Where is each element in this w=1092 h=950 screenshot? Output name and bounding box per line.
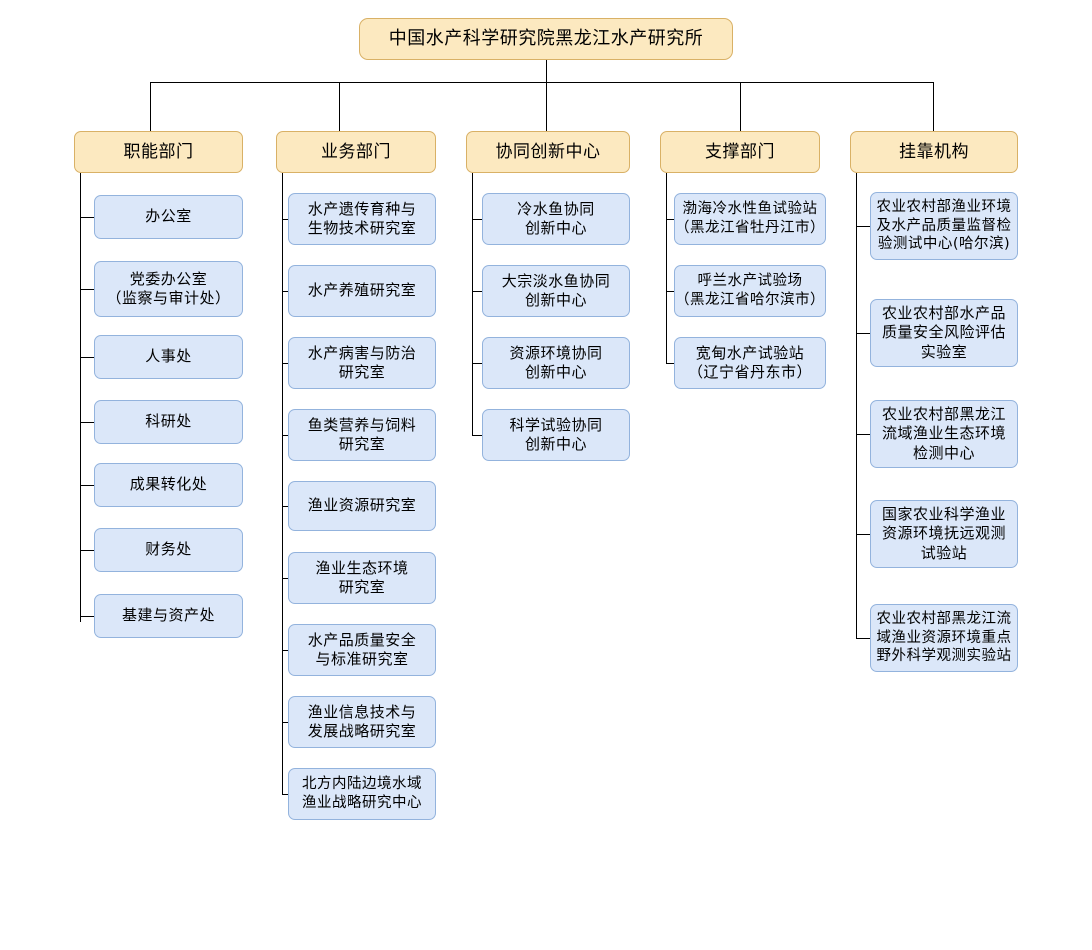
column-spine-affiliated-institutions: [856, 173, 857, 638]
elbow-c1-i2: [80, 289, 94, 290]
node-innovation-2[interactable]: 大宗淡水鱼协同 创新中心: [482, 265, 630, 317]
elbow-c1-i3: [80, 357, 94, 358]
elbow-c5-i1: [856, 226, 870, 227]
header-bus-line: [150, 82, 934, 83]
column-header-collaborative-innovation-centers[interactable]: 协同创新中心: [466, 131, 630, 173]
node-affiliated-1[interactable]: 农业农村部渔业环境 及水产品质量监督检 验测试中心(哈尔滨): [870, 192, 1018, 260]
drop-line-col-1: [150, 82, 151, 131]
elbow-c2-i4: [282, 435, 288, 436]
node-functional-6[interactable]: 财务处: [94, 528, 243, 572]
node-affiliated-5[interactable]: 农业农村部黑龙江流 域渔业资源环境重点 野外科学观测实验站: [870, 604, 1018, 672]
column-header-business-departments[interactable]: 业务部门: [276, 131, 436, 173]
node-support-1[interactable]: 渤海冷水性鱼试验站 （黑龙江省牡丹江市）: [674, 193, 826, 245]
elbow-c4-i1: [666, 219, 674, 220]
elbow-c2-i9: [282, 794, 288, 795]
elbow-c5-i3: [856, 434, 870, 435]
drop-line-col-3: [546, 82, 547, 131]
node-functional-5[interactable]: 成果转化处: [94, 463, 243, 507]
elbow-c5-i4: [856, 534, 870, 535]
column-spine-business-departments: [282, 173, 283, 795]
elbow-c2-i7: [282, 650, 288, 651]
elbow-c5-i5: [856, 638, 870, 639]
column-header-functional-departments[interactable]: 职能部门: [74, 131, 243, 173]
elbow-c3-i1: [472, 219, 482, 220]
column-spine-functional-departments: [80, 173, 81, 622]
node-business-2[interactable]: 水产养殖研究室: [288, 265, 436, 317]
node-business-3[interactable]: 水产病害与防治 研究室: [288, 337, 436, 389]
node-functional-7[interactable]: 基建与资产处: [94, 594, 243, 638]
drop-line-col-2: [339, 82, 340, 131]
node-affiliated-4[interactable]: 国家农业科学渔业 资源环境抚远观测 试验站: [870, 500, 1018, 568]
node-functional-2[interactable]: 党委办公室 （监察与审计处）: [94, 261, 243, 317]
node-functional-4[interactable]: 科研处: [94, 400, 243, 444]
column-header-support-departments[interactable]: 支撑部门: [660, 131, 820, 173]
elbow-c4-i3: [666, 363, 674, 364]
column-header-affiliated-institutions[interactable]: 挂靠机构: [850, 131, 1018, 173]
elbow-c2-i5: [282, 506, 288, 507]
elbow-c3-i2: [472, 291, 482, 292]
elbow-c2-i2: [282, 291, 288, 292]
elbow-c2-i1: [282, 219, 288, 220]
drop-line-col-4: [740, 82, 741, 131]
elbow-c5-i2: [856, 333, 870, 334]
elbow-c1-i4: [80, 422, 94, 423]
elbow-c2-i6: [282, 578, 288, 579]
node-innovation-4[interactable]: 科学试验协同 创新中心: [482, 409, 630, 461]
node-business-4[interactable]: 鱼类营养与饲料 研究室: [288, 409, 436, 461]
node-support-3[interactable]: 宽甸水产试验站 （辽宁省丹东市）: [674, 337, 826, 389]
node-business-5[interactable]: 渔业资源研究室: [288, 481, 436, 531]
drop-line-col-5: [933, 82, 934, 131]
node-business-6[interactable]: 渔业生态环境 研究室: [288, 552, 436, 604]
node-business-1[interactable]: 水产遗传育种与 生物技术研究室: [288, 193, 436, 245]
column-spine-collaborative-innovation-centers: [472, 173, 473, 435]
column-spine-support-departments: [666, 173, 667, 364]
node-innovation-3[interactable]: 资源环境协同 创新中心: [482, 337, 630, 389]
node-support-2[interactable]: 呼兰水产试验场 （黑龙江省哈尔滨市）: [674, 265, 826, 317]
node-functional-3[interactable]: 人事处: [94, 335, 243, 379]
node-functional-1[interactable]: 办公室: [94, 195, 243, 239]
elbow-c2-i8: [282, 722, 288, 723]
root-node: 中国水产科学研究院黑龙江水产研究所: [359, 18, 733, 60]
elbow-c2-i3: [282, 363, 288, 364]
node-affiliated-3[interactable]: 农业农村部黑龙江 流域渔业生态环境 检测中心: [870, 400, 1018, 468]
node-innovation-1[interactable]: 冷水鱼协同 创新中心: [482, 193, 630, 245]
node-affiliated-2[interactable]: 农业农村部水产品 质量安全风险评估 实验室: [870, 299, 1018, 367]
elbow-c1-i1: [80, 217, 94, 218]
root-trunk-line: [546, 60, 547, 82]
node-business-7[interactable]: 水产品质量安全 与标准研究室: [288, 624, 436, 676]
elbow-c1-i7: [80, 616, 94, 617]
elbow-c1-i6: [80, 550, 94, 551]
node-business-9[interactable]: 北方内陆边境水域 渔业战略研究中心: [288, 768, 436, 820]
elbow-c3-i3: [472, 363, 482, 364]
elbow-c1-i5: [80, 485, 94, 486]
elbow-c3-i4: [472, 435, 482, 436]
elbow-c4-i2: [666, 291, 674, 292]
node-business-8[interactable]: 渔业信息技术与 发展战略研究室: [288, 696, 436, 748]
